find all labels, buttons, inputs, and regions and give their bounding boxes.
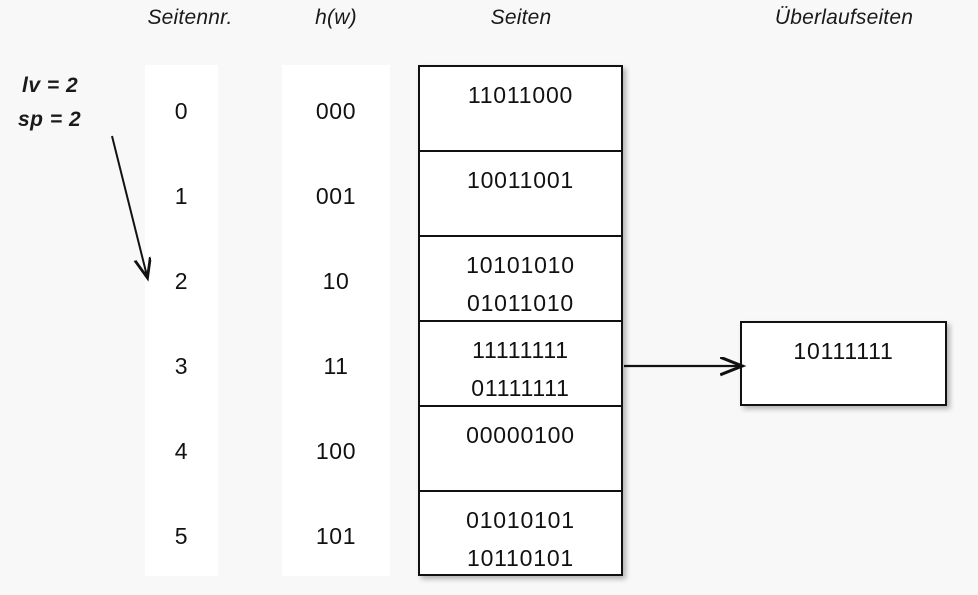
page-line: 01011010 [466, 290, 575, 316]
column-header-seiten: Seiten [490, 6, 552, 29]
page-line: 10011001 [466, 167, 575, 193]
overflow-page-value: 10111111 [793, 338, 894, 364]
column-header-seitennr: Seitennr. [147, 6, 233, 29]
hw-value-3: 11 [323, 353, 349, 379]
seitennr-value-3: 3 [174, 353, 189, 379]
column-header-ueberlaufseiten: Überlaufseiten [774, 6, 914, 29]
seitennr-column-strip [145, 65, 218, 576]
hw-value-4: 100 [315, 438, 357, 464]
page-line: 11011000 [467, 82, 574, 108]
page-row: 10011001 [420, 152, 621, 237]
seitennr-value-1: 1 [174, 183, 189, 209]
page-line: 00000100 [466, 422, 575, 448]
page-row: 01010101 10110101 [420, 492, 621, 578]
pages-table: 11011000 10011001 10101010 01011010 1111… [418, 65, 623, 576]
page-line: 01010101 [466, 507, 575, 533]
param-label-sp: sp = 2 [18, 108, 82, 131]
page-row: 10101010 01011010 [420, 237, 621, 322]
page-row: 00000100 [420, 407, 621, 492]
hw-value-2: 10 [322, 268, 350, 294]
page-row: 11011000 [420, 67, 621, 152]
split-pointer-arrow [111, 135, 147, 276]
hw-value-0: 000 [315, 98, 357, 124]
hw-value-5: 101 [315, 523, 357, 549]
column-header-hw: h(w) [315, 6, 357, 29]
page-line: 01111111 [471, 375, 570, 401]
page-line: 10101010 [466, 252, 575, 278]
page-line: 11111111 [472, 337, 569, 363]
seitennr-value-2: 2 [174, 268, 189, 294]
seitennr-value-5: 5 [174, 523, 189, 549]
page-row: 11111111 01111111 [420, 322, 621, 407]
param-label-lv: lv = 2 [22, 74, 79, 97]
hw-column-strip [282, 65, 390, 576]
seitennr-value-0: 0 [174, 98, 189, 124]
page-line: 10110101 [466, 545, 575, 571]
overflow-page-box: 10111111 [740, 321, 947, 406]
seitennr-value-4: 4 [174, 438, 189, 464]
hw-value-1: 001 [315, 183, 357, 209]
